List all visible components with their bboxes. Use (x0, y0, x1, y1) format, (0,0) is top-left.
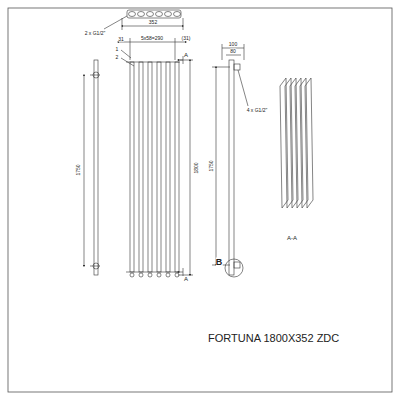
dimension-label: 1750 (209, 160, 214, 171)
front-view (118, 38, 193, 277)
dimension-label: A (184, 276, 188, 282)
dimension-label: 352 (149, 20, 157, 25)
tube-stroke (157, 273, 161, 277)
tube-stroke (130, 62, 134, 272)
tube-stroke (147, 12, 154, 17)
tube-stroke (148, 62, 152, 272)
drawing-title: FORTUNA 1800X352 ZDC (208, 333, 339, 344)
dimension-label: 80 (230, 49, 236, 54)
dimension-label: 100 (229, 42, 237, 47)
side-view-right (212, 44, 248, 277)
tube-stroke (138, 12, 145, 17)
dimension-label: (31) (182, 36, 191, 41)
dimension-label: 2 x G1/2" (85, 31, 106, 36)
tube-stroke (174, 12, 181, 17)
dimension-label: A-A (287, 235, 297, 241)
tube-stroke (139, 62, 143, 272)
section-view (280, 78, 313, 208)
dimension-label: B (216, 258, 223, 267)
tube-stroke (165, 12, 172, 17)
dimension-label: 5x58=290 (141, 36, 163, 41)
dimension-label: 4 x G1/2" (247, 108, 268, 113)
dimension-label: 2 (116, 55, 119, 60)
side-view-left (84, 60, 100, 275)
tube-stroke (166, 273, 170, 277)
tube-stroke (129, 12, 136, 17)
dimension-label: 1750 (76, 164, 81, 175)
tube-stroke (175, 62, 179, 272)
tube-stroke (157, 62, 161, 272)
tube-stroke (305, 78, 313, 208)
dimension-label: 31 (118, 37, 124, 42)
dimension-label: A (184, 52, 188, 58)
tube-stroke (130, 273, 134, 277)
tube-stroke (156, 12, 163, 17)
tube-stroke (139, 273, 143, 277)
plan-view (104, 10, 183, 30)
dimension-label: 1800 (194, 162, 199, 173)
tube-stroke (148, 273, 152, 277)
dimension-label: 1 (116, 47, 119, 52)
tube-stroke (166, 62, 170, 272)
